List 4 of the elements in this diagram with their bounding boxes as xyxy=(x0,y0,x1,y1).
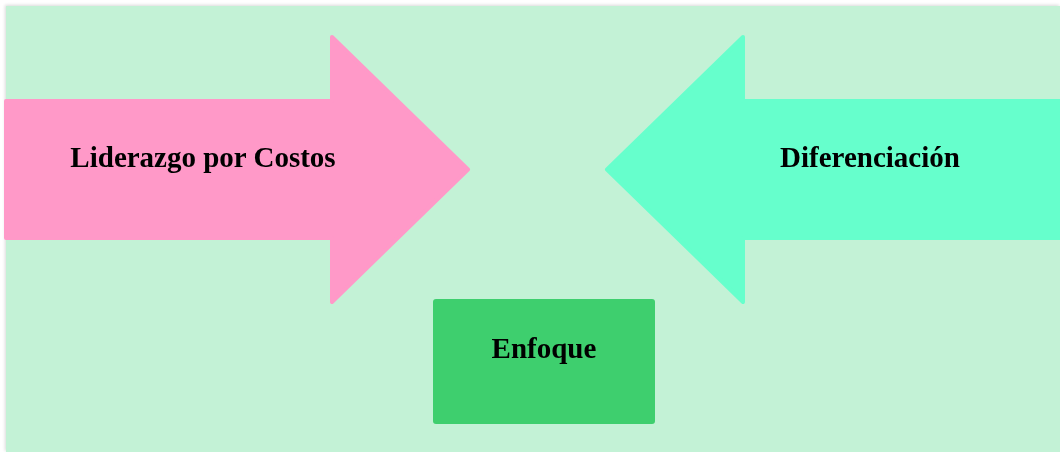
box-label: Enfoque xyxy=(491,332,597,365)
arrow-label: Liderazgo por Costos xyxy=(70,140,336,174)
arrow-label: Diferenciación xyxy=(780,140,960,174)
label-box xyxy=(433,299,655,424)
